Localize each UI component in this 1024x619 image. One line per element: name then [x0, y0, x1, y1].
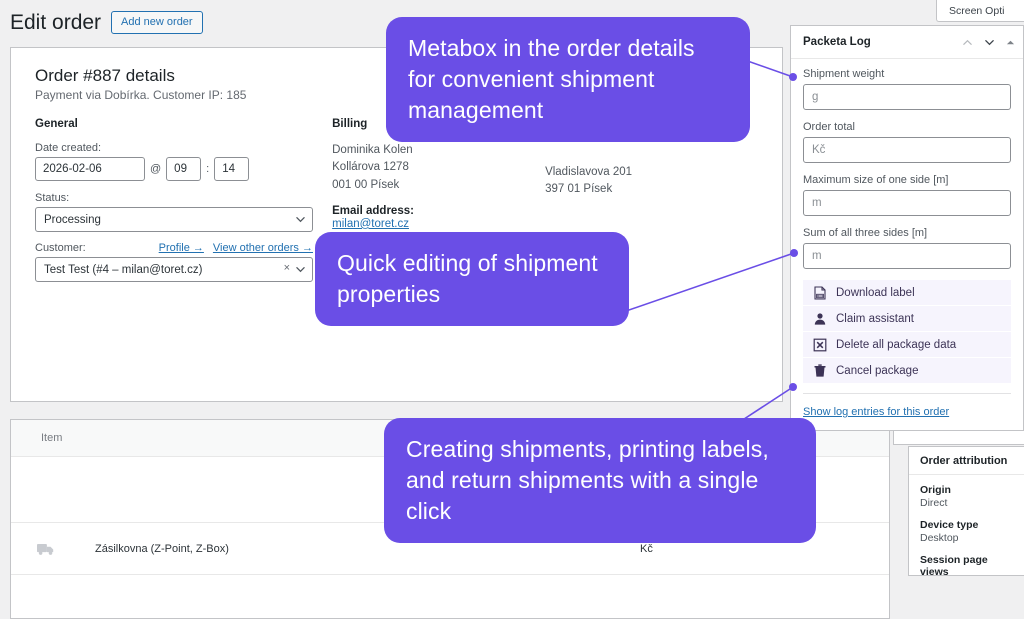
- label-document-icon: [813, 285, 827, 300]
- email-address-label: Email address:: [332, 204, 414, 217]
- column-header-item: Item: [41, 432, 63, 444]
- cancel-package-button[interactable]: Cancel package: [803, 358, 1011, 384]
- chevron-up-icon[interactable]: [962, 37, 973, 48]
- shipping-city: 397 01 Písek: [545, 183, 613, 196]
- clear-icon[interactable]: ×: [283, 262, 290, 274]
- table-row[interactable]: Zásilkovna (Z-Point, Z-Box) Kč: [11, 523, 889, 575]
- download-label-button[interactable]: Download label: [803, 280, 1011, 306]
- callout-bubble-metabox: Metabox in the order details for conveni…: [386, 17, 750, 143]
- customer-label: Customer:: [35, 242, 86, 254]
- shipping-column: Vladislavova 201 397 01 Písek: [545, 118, 758, 297]
- trash-icon: [813, 363, 827, 378]
- delete-package-data-text: Delete all package data: [836, 338, 957, 351]
- order-attribution-title: Order attribution: [909, 447, 1024, 475]
- show-log-entries-link[interactable]: Show log entries for this order: [803, 406, 950, 418]
- order-heading: Order #887 details: [35, 66, 175, 85]
- billing-street: Kollárova 1278: [332, 161, 409, 174]
- general-title: General: [35, 118, 78, 130]
- customer-label-row: Customer: Profile → View other orders →: [35, 242, 313, 254]
- customer-select[interactable]: Test Test (#4 – milan@toret.cz) ×: [35, 257, 313, 282]
- attribution-origin-value: Direct: [920, 497, 948, 509]
- screen-options-label: Screen Opti: [949, 4, 1005, 17]
- status-label: Status:: [35, 192, 70, 204]
- screen-root: Screen Opti Edit order Add new order Ord…: [10, 0, 1024, 619]
- status-select[interactable]: Processing: [35, 207, 313, 232]
- general-column: General Date created: @ : Status: Proces…: [35, 118, 332, 297]
- sum-three-sides-input[interactable]: [803, 243, 1011, 269]
- sum-three-sides-label: Sum of all three sides [m]: [803, 227, 928, 239]
- status-select-value: Processing: [35, 207, 313, 232]
- at-symbol: @: [150, 163, 162, 175]
- minute-input[interactable]: [214, 157, 250, 181]
- person-icon: [813, 312, 827, 326]
- claim-assistant-button[interactable]: Claim assistant: [803, 306, 1011, 332]
- claim-assistant-text: Claim assistant: [836, 312, 914, 325]
- attribution-origin-label: Origin: [920, 484, 951, 496]
- max-side-size-input[interactable]: [803, 190, 1011, 216]
- billing-name: Dominika Kolen: [332, 144, 413, 156]
- view-other-orders-link[interactable]: View other orders →: [212, 242, 313, 254]
- collapse-triangle-icon[interactable]: [1006, 38, 1015, 47]
- shipment-weight-input[interactable]: [803, 84, 1011, 110]
- max-side-size-label: Maximum size of one side [m]: [803, 174, 949, 186]
- attribution-session-page-views-label: Session page views: [920, 554, 988, 576]
- delete-box-icon: [813, 338, 827, 352]
- attribution-device-value: Desktop: [920, 532, 959, 544]
- add-new-order-button[interactable]: Add new order: [111, 10, 203, 35]
- download-label-text: Download label: [836, 286, 915, 299]
- date-created-row: @ :: [35, 157, 332, 181]
- packeta-log-title: Packeta Log: [803, 36, 871, 48]
- order-total-label: Order total: [803, 121, 855, 133]
- page-header: Edit order Add new order: [10, 10, 203, 35]
- cancel-package-text: Cancel package: [836, 364, 919, 377]
- customer-select-value: Test Test (#4 – milan@toret.cz): [35, 257, 313, 282]
- shipping-street: Vladislavova 201: [545, 166, 633, 178]
- hour-input[interactable]: [166, 157, 202, 181]
- item-price: Kč: [640, 542, 653, 555]
- date-created-label: Date created:: [35, 142, 102, 154]
- order-attribution-panel: Order attribution Origin Direct Device t…: [908, 446, 1024, 576]
- billing-city: 001 00 Písek: [332, 178, 400, 191]
- email-address-link[interactable]: milan@toret.cz: [332, 217, 409, 230]
- divider: [803, 393, 1011, 394]
- item-name: Zásilkovna (Z-Point, Z-Box): [95, 542, 229, 555]
- screen-options-tab[interactable]: Screen Opti: [936, 0, 1024, 22]
- shipping-address: Vladislavova 201 397 01 Písek: [545, 164, 758, 199]
- profile-link[interactable]: Profile →: [158, 242, 204, 254]
- attribution-device-label: Device type: [920, 519, 979, 531]
- callout-bubble-creating-shipments: Creating shipments, printing labels, and…: [384, 418, 816, 544]
- packeta-log-header[interactable]: Packeta Log: [791, 26, 1023, 59]
- billing-title: Billing: [332, 118, 368, 130]
- order-total-input[interactable]: [803, 137, 1011, 163]
- shipment-weight-label: Shipment weight: [803, 68, 885, 80]
- chevron-down-icon[interactable]: [984, 37, 995, 48]
- truck-icon: [11, 542, 67, 556]
- page-title: Edit order: [10, 11, 102, 34]
- time-separator: :: [206, 163, 210, 175]
- date-created-input[interactable]: [35, 157, 145, 181]
- callout-bubble-quick-editing: Quick editing of shipment properties: [315, 232, 629, 327]
- packeta-log-metabox: Packeta Log Shipment weight Order total …: [790, 25, 1024, 431]
- order-subheading: Payment via Dobírka. Customer IP: 185: [35, 88, 247, 102]
- billing-address: Dominika Kolen Kollárova 1278 001 00 Pís…: [332, 142, 545, 194]
- delete-package-data-button[interactable]: Delete all package data: [803, 332, 1011, 358]
- packeta-log-body: Shipment weight Order total Maximum size…: [791, 59, 1023, 430]
